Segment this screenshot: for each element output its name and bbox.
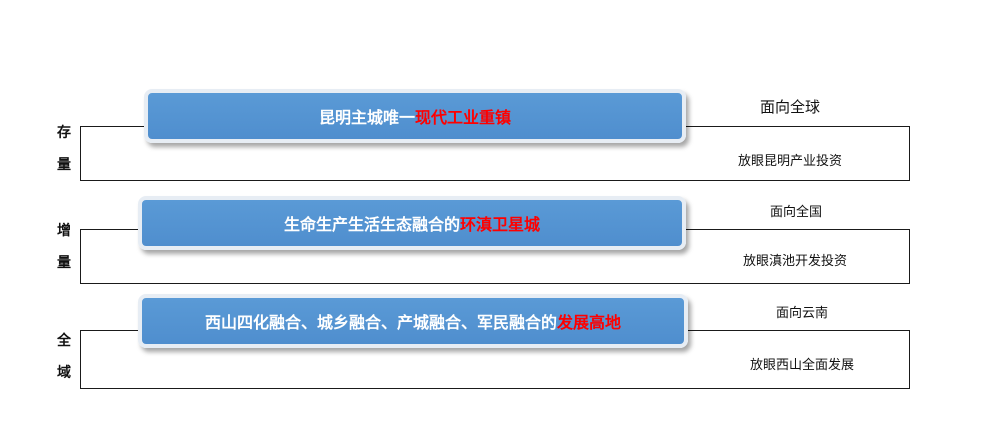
side-label-char: 全 bbox=[57, 333, 71, 349]
bottom-note-increment: 放眼滇池开发投资 bbox=[743, 254, 848, 269]
banner-stock: 昆明主城唯一现代工业重镇 bbox=[144, 89, 686, 143]
side-label-increment: 增 量 bbox=[56, 222, 72, 272]
banner-increment: 生命生产生活生态融合的环滇卫星城 bbox=[138, 196, 686, 250]
bottom-note-global: 放眼西山全面发展 bbox=[750, 358, 855, 373]
top-note-increment: 面向全国 bbox=[770, 205, 823, 220]
side-label-char: 量 bbox=[57, 157, 71, 173]
top-note-stock: 面向全球 bbox=[760, 98, 821, 116]
banner-highlight: 现代工业重镇 bbox=[415, 108, 512, 127]
side-label-global: 全 域 bbox=[56, 332, 72, 382]
side-label-char: 增 bbox=[57, 223, 71, 239]
side-label-char: 存 bbox=[57, 125, 71, 141]
bottom-note-stock: 放眼昆明产业投资 bbox=[738, 154, 843, 169]
banner-highlight: 环滇卫星城 bbox=[460, 215, 541, 234]
banner-text: 生命生产生活生态融合的 bbox=[283, 215, 460, 234]
banner-text: 昆明主城唯一 bbox=[318, 108, 415, 127]
banner-global: 西山四化融合、城乡融合、产城融合、军民融合的发展高地 bbox=[138, 294, 688, 348]
banner-highlight: 发展高地 bbox=[557, 313, 622, 332]
side-label-stock: 存 量 bbox=[56, 124, 72, 174]
banner-text: 西山四化融合、城乡融合、产城融合、军民融合的 bbox=[204, 313, 557, 332]
side-label-char: 量 bbox=[57, 255, 71, 271]
side-label-char: 域 bbox=[57, 365, 71, 381]
top-note-global: 面向云南 bbox=[776, 306, 829, 321]
